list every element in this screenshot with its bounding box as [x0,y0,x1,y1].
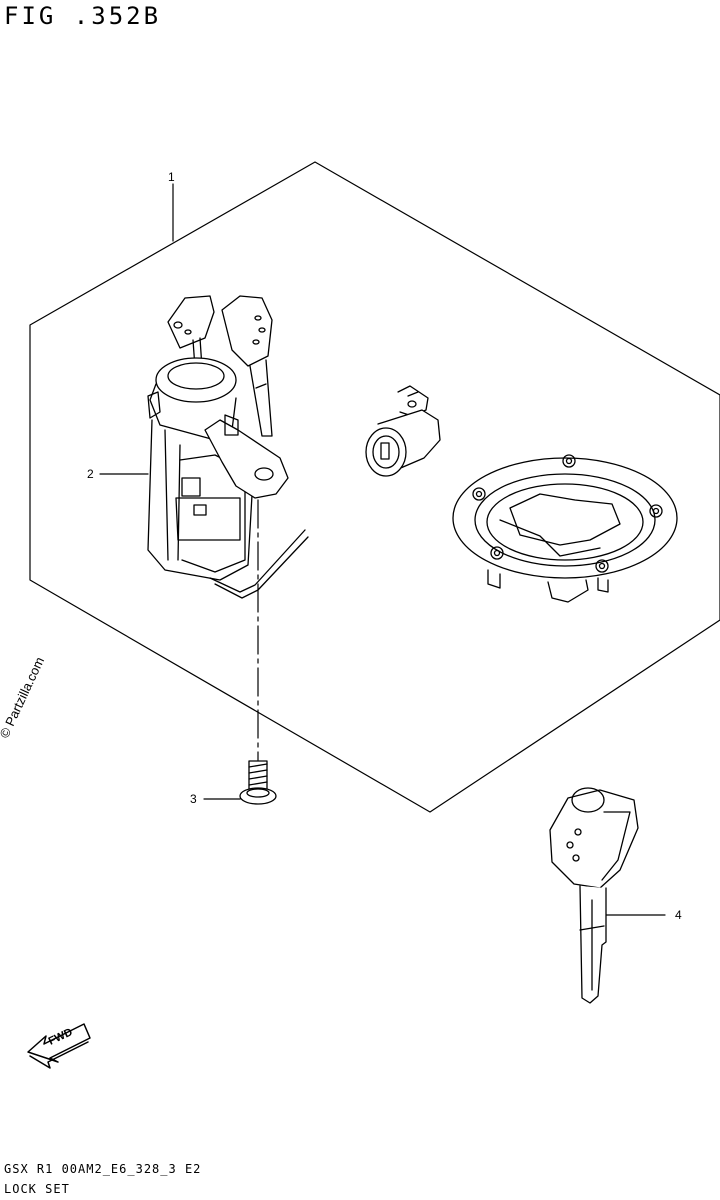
callout-2: 2 [87,467,94,481]
callout-1: 1 [168,170,175,184]
model-code: GSX R1 00AM2_E6_328_3 E2 [4,1162,202,1176]
lock-set-boundary [29,161,720,813]
screw [239,760,277,805]
figure-title: FIG .352B [4,2,162,30]
figure-caption: LOCK SET [4,1182,70,1196]
seat-lock-cylinder [365,385,441,477]
blank-key [549,787,639,1004]
ignition-switch [147,295,309,599]
callout-3: 3 [190,792,197,806]
callout-4: 4 [675,908,682,922]
fuel-tank-cap [452,454,678,603]
fwd-direction-arrow [27,1023,91,1069]
